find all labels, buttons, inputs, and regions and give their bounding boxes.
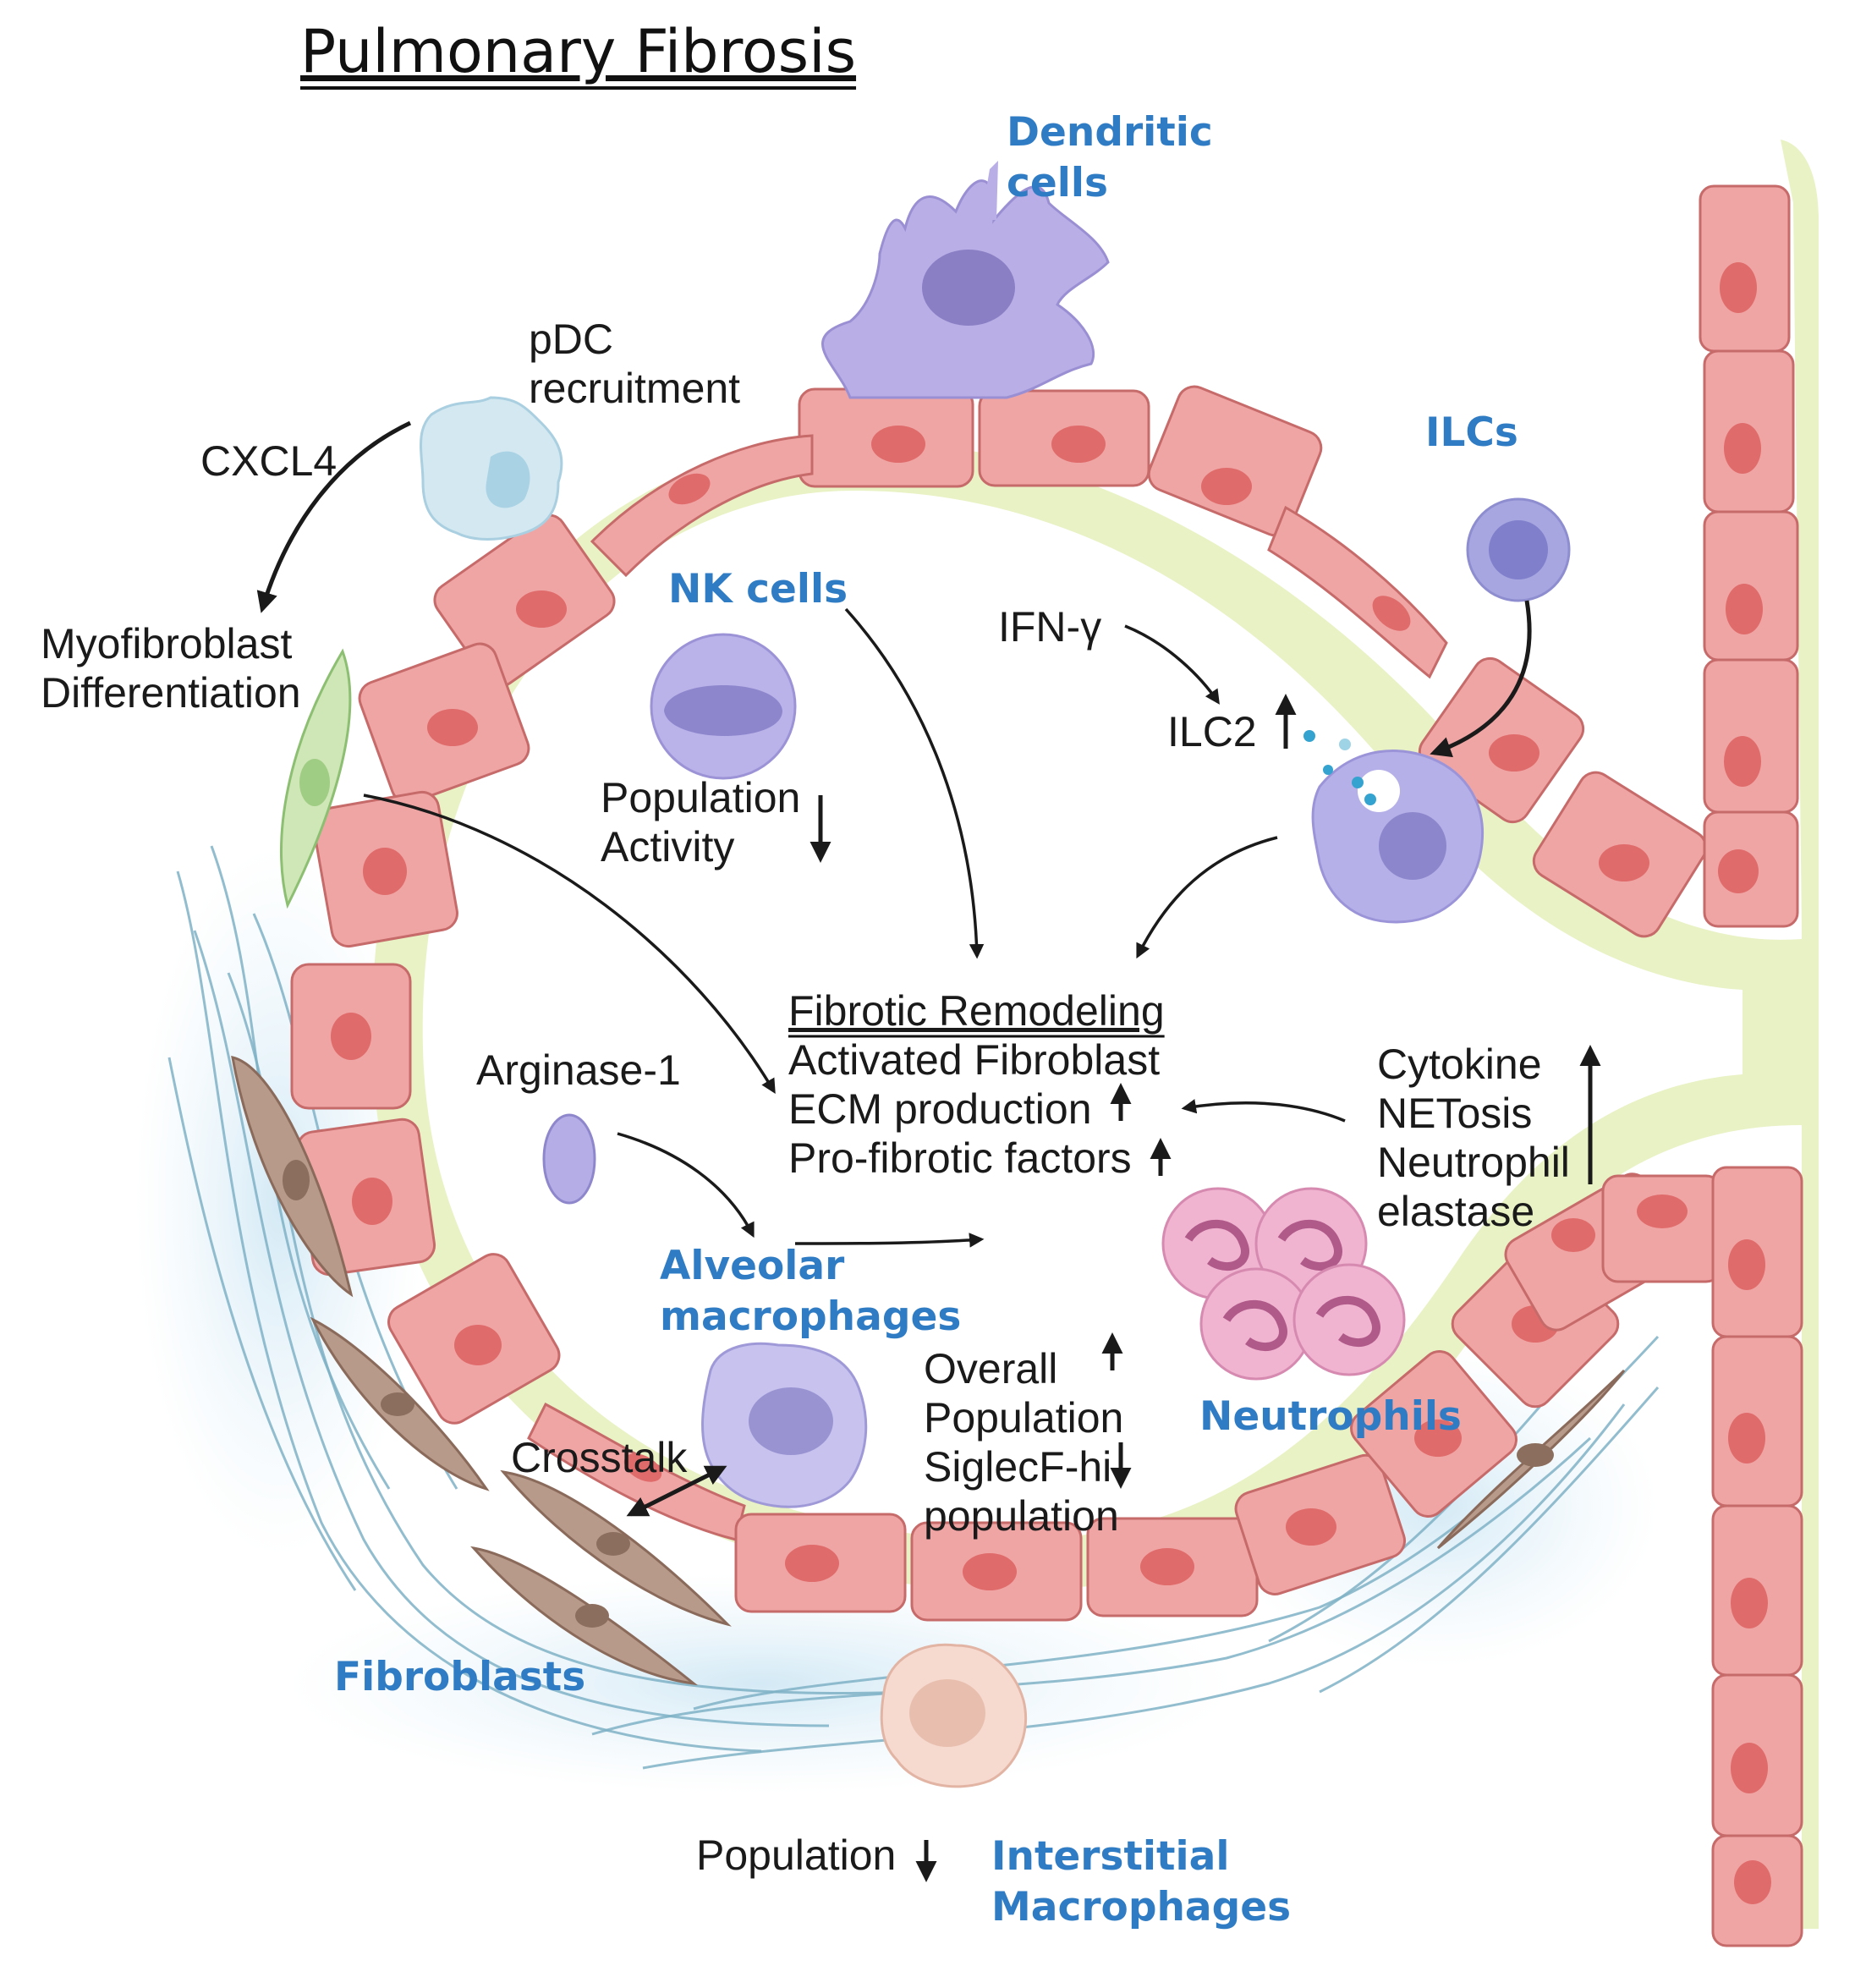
- label-neutrophils: Neutrophils: [1199, 1393, 1462, 1440]
- interstitial-macrophage-cell: [880, 1643, 1028, 1788]
- label-myofibroblast-2: Differentiation: [41, 669, 301, 717]
- label-neutrophil-effect-1: Cytokine: [1377, 1041, 1542, 1088]
- dendritic-cell: [821, 161, 1110, 399]
- label-ilc2: ILC2: [1167, 708, 1257, 755]
- arginase-vesicle: [542, 1113, 596, 1205]
- label-dendritic-1: Dendritic: [1007, 109, 1213, 156]
- pdc-cell: [420, 396, 563, 541]
- label-pdc-2: recruitment: [529, 365, 740, 412]
- epithelium: [290, 385, 1723, 1622]
- right-lining: [1781, 140, 1819, 1929]
- label-neutrophil-effect-3: Neutrophil: [1377, 1139, 1570, 1186]
- myofibroblast: [280, 648, 352, 909]
- label-alveolar-1: Alveolar: [660, 1243, 845, 1289]
- label-nk-effect-1: Population: [601, 774, 800, 821]
- center-line-3: Pro-fibrotic factors: [788, 1134, 1132, 1182]
- nk-cell: [650, 633, 797, 780]
- center-heading: Fibrotic Remodeling: [788, 987, 1165, 1035]
- label-nk-effect-2: Activity: [601, 823, 734, 870]
- label-interstitial-2: Macrophages: [991, 1884, 1291, 1930]
- ilc2-cell: [1303, 730, 1485, 924]
- neutrophil-cluster: [1161, 1187, 1406, 1381]
- label-am-effect-4: population: [924, 1492, 1119, 1540]
- label-neutrophil-effect-2: NETosis: [1377, 1090, 1532, 1137]
- center-line-2: ECM production: [788, 1085, 1092, 1133]
- label-alveolar-2: macrophages: [660, 1293, 961, 1340]
- capillary-wall: [1699, 184, 1803, 1947]
- label-ifn: IFN-γ: [998, 603, 1101, 651]
- ilc-cell: [1466, 497, 1571, 602]
- label-dendritic-2: cells: [1007, 160, 1108, 206]
- label-crosstalk: Crosstalk: [511, 1434, 688, 1481]
- label-pdc-1: pDC: [529, 316, 613, 363]
- center-line-1: Activated Fibroblast: [788, 1036, 1160, 1084]
- fibroblast-cells: [231, 1056, 1626, 1686]
- label-neutrophil-effect-4: elastase: [1377, 1188, 1534, 1235]
- label-cxcl4: CXCL4: [200, 437, 337, 485]
- page-title: Pulmonary Fibrosis: [300, 17, 856, 86]
- label-ilcs: ILCs: [1425, 409, 1518, 456]
- label-arginase: Arginase-1: [476, 1046, 681, 1094]
- label-interstitial-1: Interstitial: [991, 1833, 1229, 1880]
- label-am-effect-2: Population: [924, 1394, 1123, 1442]
- label-nk: NK cells: [668, 566, 848, 612]
- arrows: [256, 420, 1601, 1882]
- alveolar-macrophage-cell: [701, 1342, 868, 1508]
- label-am-effect-3: SiglecF-hi: [924, 1443, 1111, 1491]
- label-im-effect: Population: [696, 1831, 896, 1879]
- label-myofibroblast-1: Myofibroblast: [41, 620, 292, 667]
- label-am-effect-1: Overall: [924, 1345, 1057, 1392]
- label-fibroblasts: Fibroblasts: [334, 1654, 585, 1700]
